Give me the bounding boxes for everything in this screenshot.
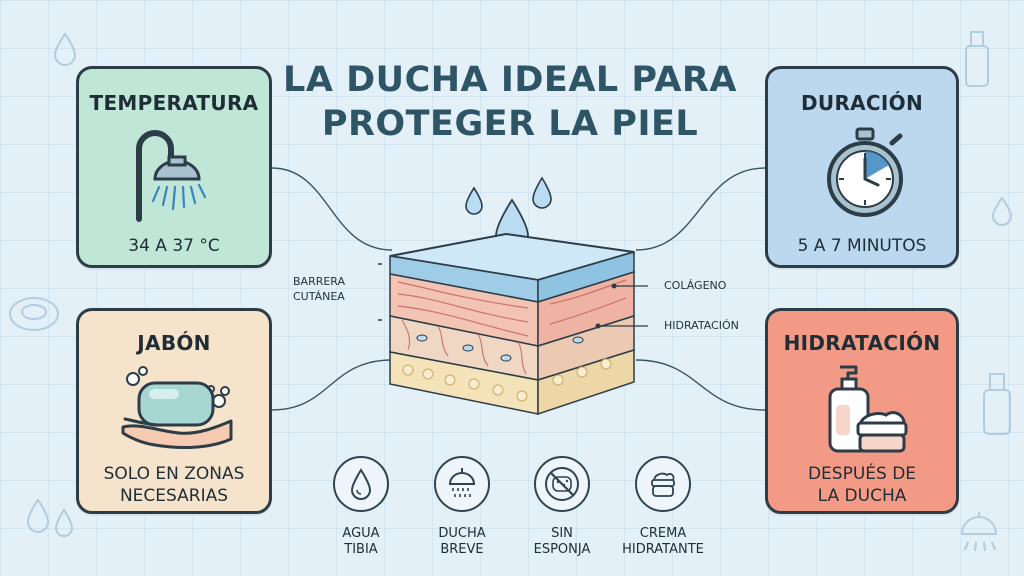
page-title: LA DUCHA IDEAL PARA PROTEGER LA PIEL: [283, 60, 737, 144]
cream-jar-icon: [635, 456, 691, 512]
barrier-label-line2: CUTÁNEA: [293, 290, 345, 303]
hydration-card: HIDRATACIÓN DESPUÉS DE LA DUCHA: [765, 308, 959, 514]
background-soap-icon: [9, 297, 59, 331]
background-drops-icon: [26, 498, 74, 537]
background-bottle-icon: [983, 373, 1011, 435]
barrier-label-line1: BARRERA: [293, 275, 346, 288]
background-shower-icon: [960, 512, 998, 552]
duration-heading: DURACIÓN: [801, 91, 923, 115]
skin-cross-section: [378, 176, 648, 416]
shower-icon: [434, 456, 490, 512]
bottom-item-no-sponge: SIN ESPONJA: [517, 456, 607, 558]
bottom-item-brief-shower: DUCHA BREVE: [417, 456, 507, 558]
bottom-label-no-sponge: SIN ESPONJA: [533, 526, 591, 557]
temperature-card: TEMPERATURA 34 A 37 °C: [76, 66, 272, 268]
stopwatch-icon: [827, 127, 903, 217]
bottom-label-warm-water: AGUA TIBIA: [342, 526, 380, 557]
bottom-label-moisturizer: CREMA HIDRATANTE: [622, 526, 704, 557]
hydration-heading: HIDRATACIÓN: [783, 331, 941, 355]
temperature-value: 34 A 37 °C: [128, 236, 220, 256]
collagen-label: COLÁGENO: [664, 279, 727, 292]
background-drop-icon: [991, 196, 1013, 226]
soap-heading: JABÓN: [137, 331, 211, 355]
background-bottle-icon: [965, 31, 989, 87]
bottom-label-brief-shower: DUCHA BREVE: [438, 526, 486, 557]
bottom-item-warm-water: AGUA TIBIA: [316, 456, 406, 558]
lotion-cream-icon: [828, 365, 908, 453]
soap-card: JABÓN SOLO EN ZONAS NECESARIAS: [76, 308, 272, 514]
hydration-value-line1: DESPUÉS DE: [807, 464, 917, 484]
soap-value-line1: SOLO EN ZONAS: [103, 464, 245, 484]
no-sponge-icon: [534, 456, 590, 512]
soap-hand-icon: [121, 366, 233, 449]
background-drop-icon: [53, 32, 77, 66]
water-drop-icon: [333, 456, 389, 512]
temperature-heading: TEMPERATURA: [89, 91, 259, 115]
shower-head-icon: [136, 130, 207, 222]
soap-value-line2: NECESARIAS: [119, 486, 229, 506]
bottom-item-moisturizer: CREMA HIDRATANTE: [618, 456, 708, 558]
duration-card: DURACIÓN 5 A 7 MINUTOS: [765, 66, 959, 268]
duration-value: 5 A 7 MINUTOS: [797, 236, 927, 256]
hydration-layer-label: HIDRATACIÓN: [664, 319, 739, 332]
hydration-value-line2: LA DUCHA: [817, 486, 907, 506]
